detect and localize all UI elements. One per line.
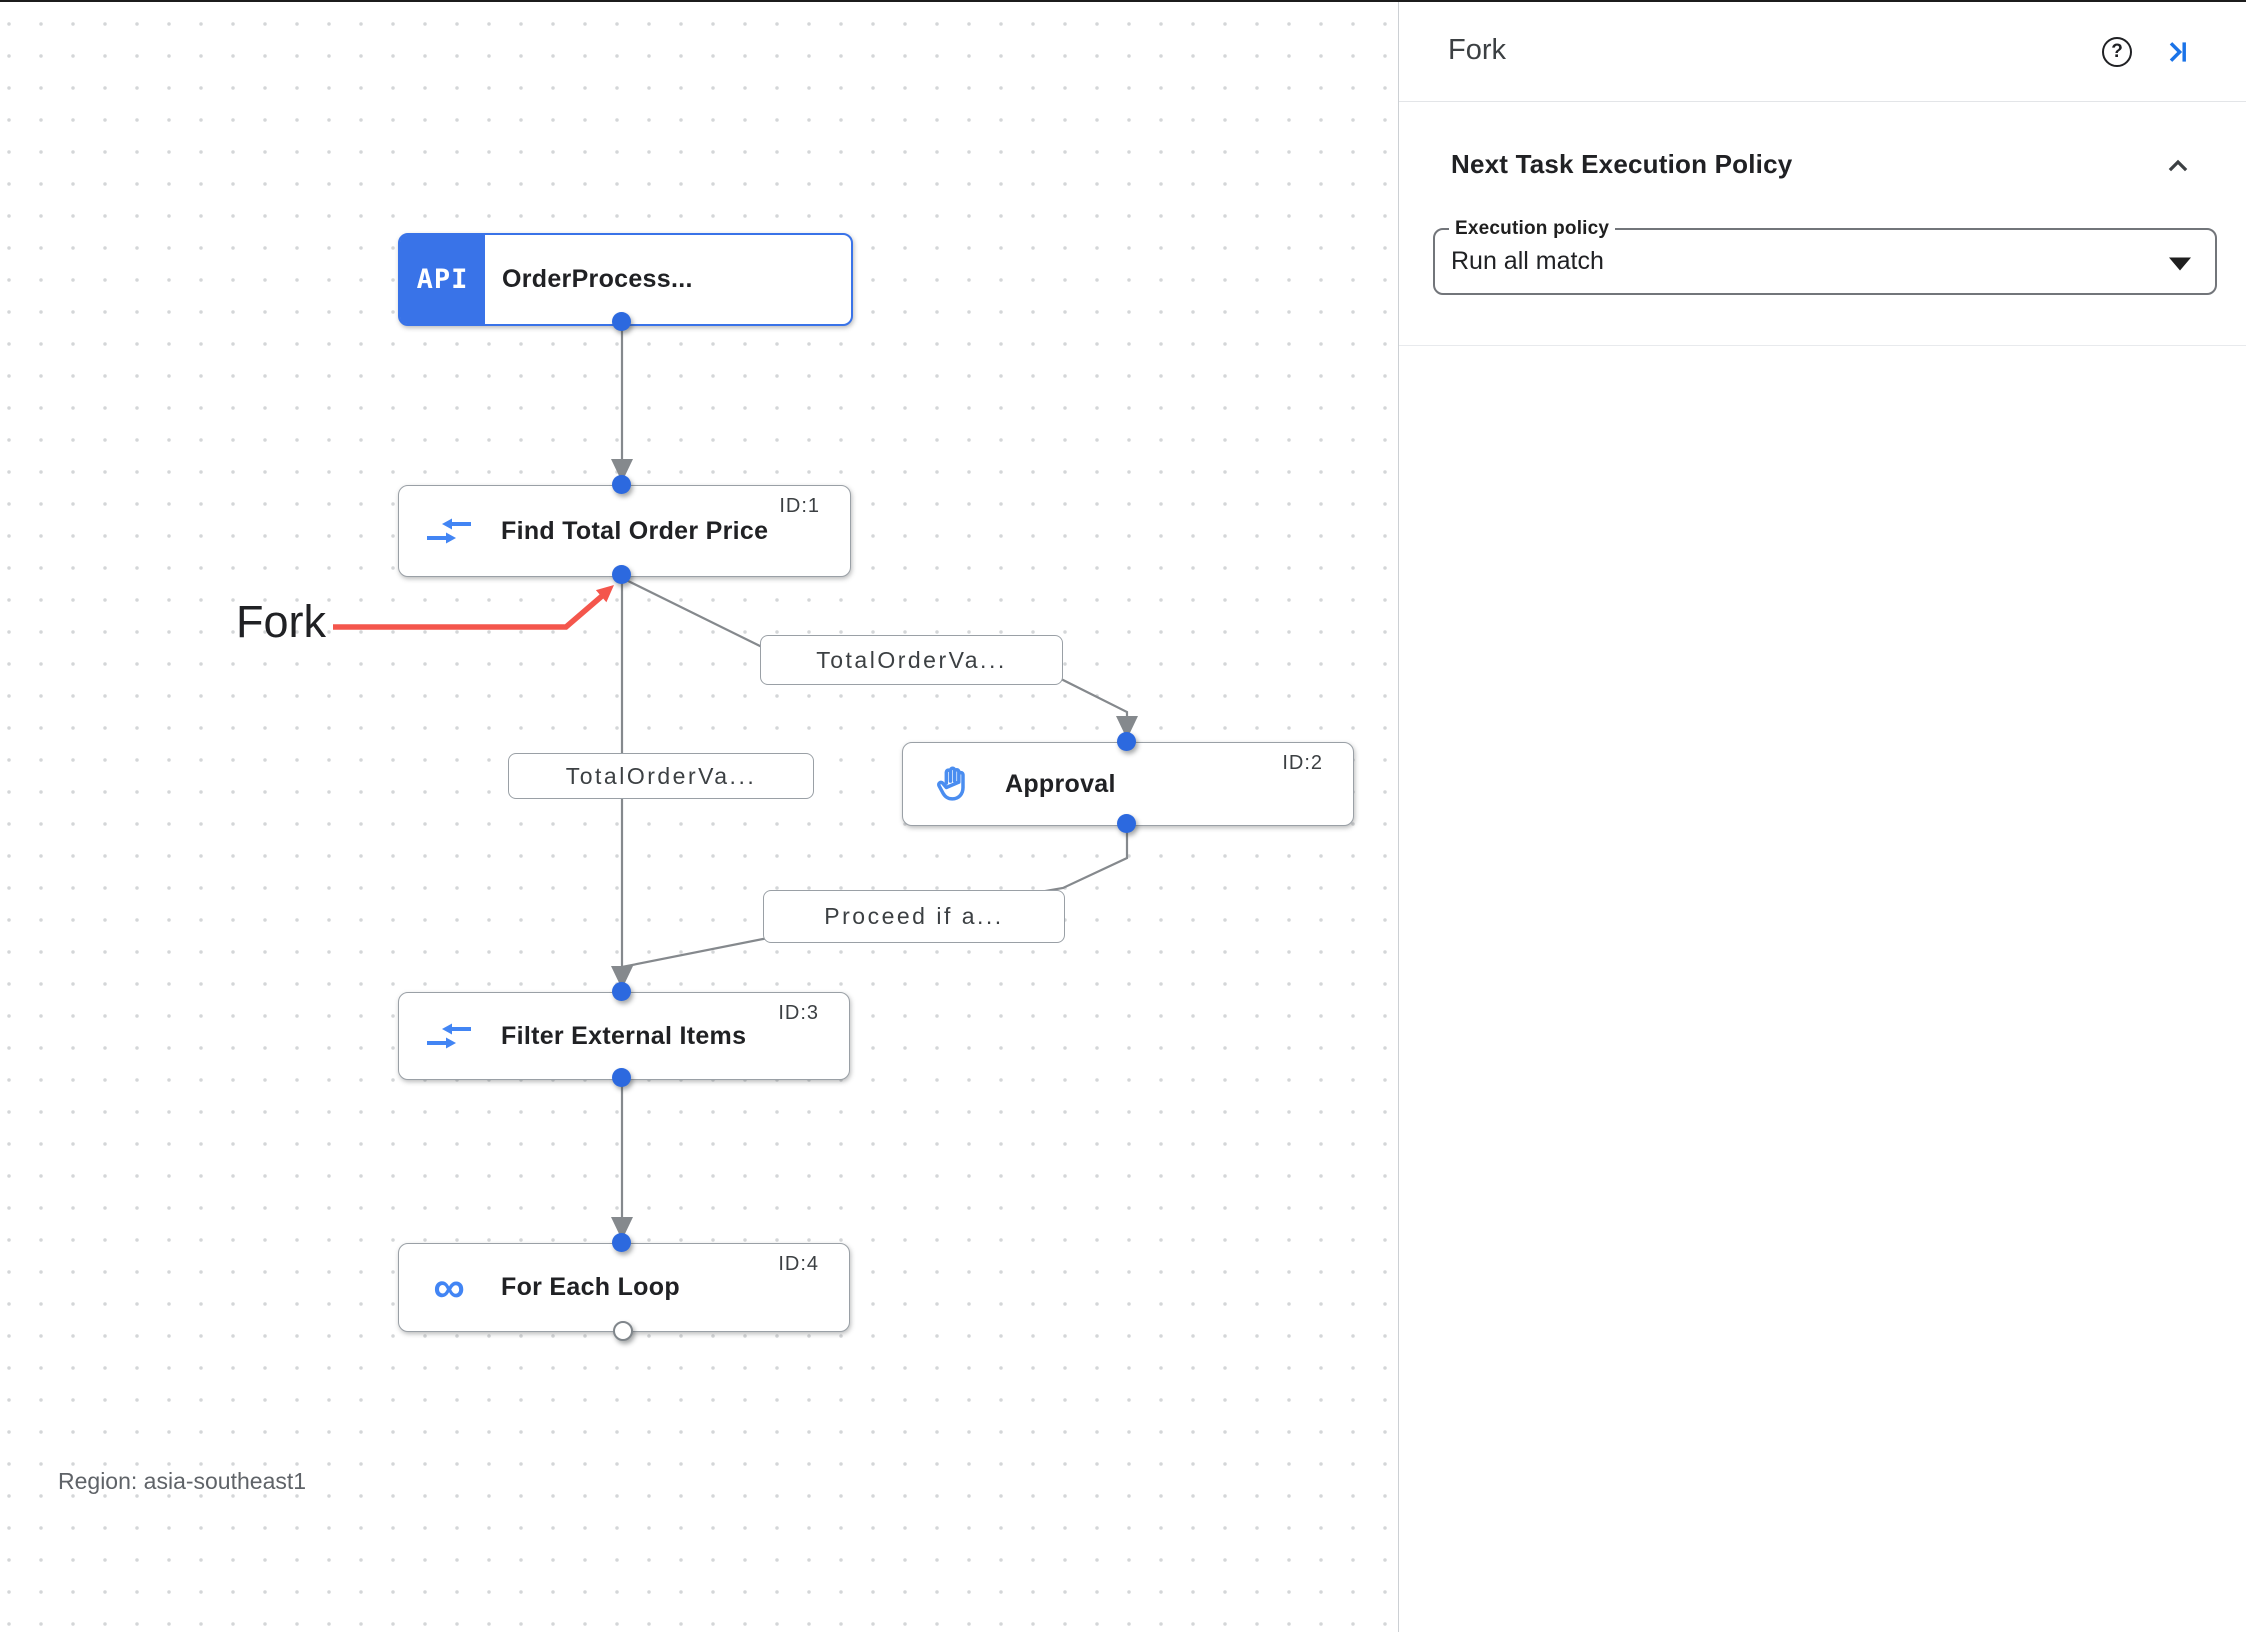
chevron-up-icon[interactable] bbox=[2163, 152, 2193, 182]
fork-annotation-label: Fork bbox=[236, 596, 326, 647]
node-label: For Each Loop bbox=[501, 1273, 680, 1301]
help-icon[interactable]: ? bbox=[2102, 37, 2132, 67]
node-label: OrderProcess... bbox=[502, 265, 693, 293]
section-title: Next Task Execution Policy bbox=[1451, 149, 1793, 179]
node-label: Approval bbox=[1005, 769, 1116, 798]
node-id-badge: ID:1 bbox=[779, 495, 820, 517]
connection-point-in[interactable] bbox=[1117, 732, 1136, 751]
edge-label-totalordervalue-left[interactable]: TotalOrderVa... bbox=[508, 753, 814, 799]
node-filter-external-items[interactable]: ID:3 Filter External Items bbox=[398, 992, 850, 1080]
edge-label-totalordervalue-right[interactable]: TotalOrderVa... bbox=[760, 635, 1063, 685]
connection-point-fork[interactable] bbox=[612, 565, 631, 584]
connection-point-in[interactable] bbox=[612, 1233, 631, 1252]
api-icon-text: API bbox=[416, 264, 469, 295]
approval-hand-icon bbox=[930, 764, 976, 804]
panel-header: Fork ? bbox=[1399, 0, 2246, 102]
connection-point-in[interactable] bbox=[612, 475, 631, 494]
node-label: Find Total Order Price bbox=[501, 516, 769, 545]
node-label: Filter External Items bbox=[501, 1021, 747, 1050]
connection-point-out[interactable] bbox=[612, 312, 631, 331]
panel-title: Fork bbox=[1448, 34, 1506, 66]
execution-policy-value: Run all match bbox=[1451, 247, 1604, 275]
execution-policy-select[interactable]: Execution policy Run all match bbox=[1433, 218, 2217, 295]
window-top-border bbox=[0, 0, 2246, 2]
node-id-badge: ID:3 bbox=[778, 1002, 819, 1024]
node-approval[interactable]: ID:2 Approval bbox=[902, 742, 1354, 826]
connection-point-in[interactable] bbox=[612, 982, 631, 1001]
connection-point-out[interactable] bbox=[612, 1068, 631, 1087]
api-icon: API bbox=[400, 235, 485, 324]
collapse-panel-icon[interactable] bbox=[2161, 36, 2193, 68]
data-mapping-icon bbox=[426, 1016, 472, 1056]
next-task-execution-policy-section: Next Task Execution Policy Execution pol… bbox=[1399, 102, 2246, 346]
node-id-badge: ID:4 bbox=[778, 1253, 819, 1275]
data-mapping-icon bbox=[426, 511, 472, 551]
execution-policy-label: Execution policy bbox=[1449, 218, 1616, 240]
node-find-total-order-price[interactable]: ID:1 Find Total Order Price bbox=[398, 485, 851, 577]
region-label: Region: asia-southeast1 bbox=[58, 1468, 307, 1494]
edge-label-proceed-if[interactable]: Proceed if a... bbox=[763, 890, 1065, 943]
node-for-each-loop[interactable]: ID:4 ∞ For Each Loop bbox=[398, 1243, 850, 1332]
connection-point-out[interactable] bbox=[1117, 814, 1136, 833]
node-id-badge: ID:2 bbox=[1282, 752, 1323, 774]
connection-point-unconnected[interactable] bbox=[613, 1321, 633, 1341]
flow-canvas[interactable]: API OrderProcess... ID:1 Find Total Orde… bbox=[0, 0, 1399, 1632]
for-each-loop-icon: ∞ bbox=[433, 1262, 465, 1312]
config-panel: Fork ? Next Task Execution Policy Execut… bbox=[1399, 0, 2246, 1632]
caret-down-icon bbox=[2169, 256, 2191, 270]
